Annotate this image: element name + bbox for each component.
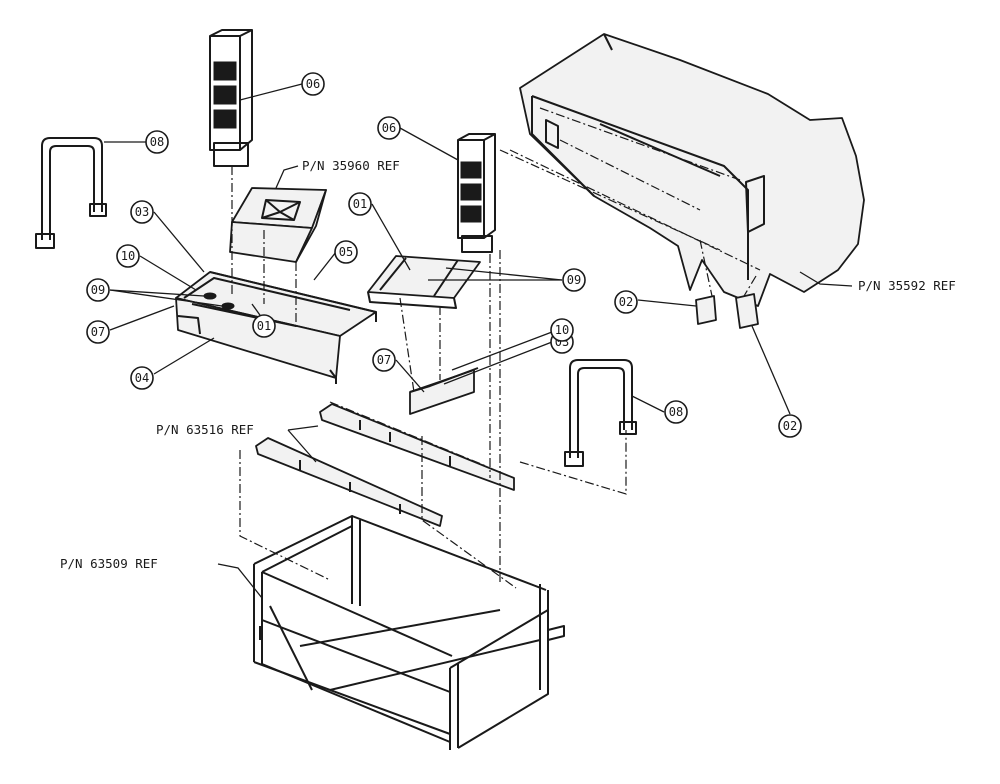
- frame-63509: [253, 515, 565, 750]
- callout-04: 04: [130, 366, 154, 390]
- callout-01-right: 01: [348, 192, 372, 216]
- callout-03-left: 03: [130, 200, 154, 224]
- callout-08-right-text: 08: [669, 405, 683, 419]
- callout-05-text: 05: [339, 245, 353, 259]
- callout-02-lower-text: 02: [783, 419, 797, 433]
- callout-10-right: 10: [550, 318, 574, 342]
- callout-03-left-text: 03: [135, 205, 149, 219]
- callout-10-right-text: 10: [555, 323, 569, 337]
- callout-07-right: 07: [372, 348, 396, 372]
- callout-09-right-text: 09: [567, 273, 581, 287]
- main-pan-assembly: [175, 271, 377, 384]
- ref-label-35960: P/N 35960 REF: [302, 158, 400, 173]
- callout-02-upper: 02: [614, 290, 638, 314]
- callout-08-right: 08: [664, 400, 688, 424]
- callout-06-center: 06: [377, 116, 401, 140]
- callout-09-left: 09: [86, 278, 110, 302]
- ladder-bracket-left: [209, 29, 253, 167]
- callout-01-left-text: 01: [257, 319, 271, 333]
- callout-05: 05: [334, 240, 358, 264]
- side-pan-assembly: [367, 255, 481, 309]
- rear-housing-35592: [519, 33, 865, 307]
- callout-08-left-text: 08: [150, 135, 164, 149]
- callout-01-right-text: 01: [353, 197, 367, 211]
- ref-label-63516: P/N 63516 REF: [156, 422, 254, 437]
- callout-06-upper: 06: [301, 72, 325, 96]
- callout-08-left: 08: [145, 130, 169, 154]
- hood-35960: [229, 187, 327, 263]
- rails-63516: [255, 403, 515, 527]
- callout-04-text: 04: [135, 371, 149, 385]
- callout-06-upper-text: 06: [306, 77, 320, 91]
- callout-07-right-text: 07: [377, 353, 391, 367]
- callout-10-left-text: 10: [121, 249, 135, 263]
- end-cap-block: [409, 367, 479, 415]
- assembly-lines: [231, 149, 761, 589]
- u-bracket-left: [35, 137, 107, 249]
- callout-10-left: 10: [116, 244, 140, 268]
- leaders: [104, 83, 853, 599]
- ref-label-63509: P/N 63509 REF: [60, 556, 158, 571]
- u-bracket-right: [564, 359, 637, 467]
- callout-07-left-text: 07: [91, 325, 105, 339]
- callout-02-lower: 02: [778, 414, 802, 438]
- callout-06-center-text: 06: [382, 121, 396, 135]
- callout-01-left: 01: [252, 314, 276, 338]
- callout-09-right: 09: [562, 268, 586, 292]
- callout-02-upper-text: 02: [619, 295, 633, 309]
- callout-07-left: 07: [86, 320, 110, 344]
- ref-label-35592: P/N 35592 REF: [858, 278, 956, 293]
- callout-09-left-text: 09: [91, 283, 105, 297]
- ladder-bracket-center: [457, 133, 496, 253]
- pads-02: [695, 293, 759, 329]
